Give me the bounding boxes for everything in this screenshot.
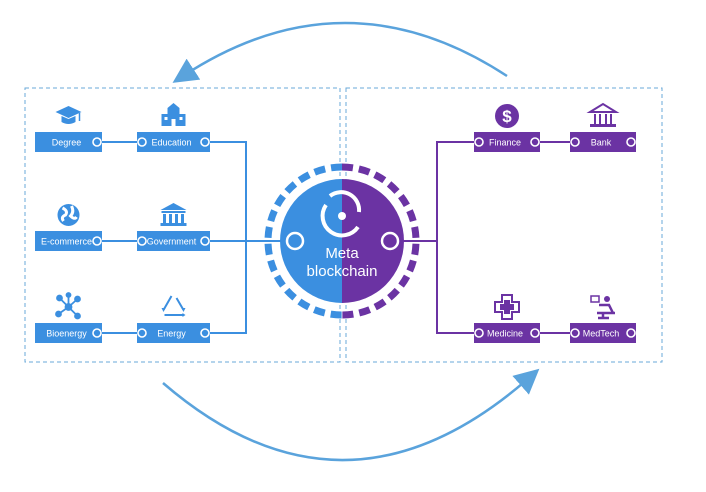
node-education[interactable]: Education	[137, 103, 210, 152]
school-building-icon	[161, 103, 186, 126]
node-energy[interactable]: Energy	[137, 295, 210, 343]
hub-title-line1: Meta	[325, 245, 359, 262]
globe-icon	[57, 204, 80, 226]
recycle-icon	[161, 295, 186, 317]
node-bank[interactable]: Bank	[570, 102, 636, 152]
dollar-globe-icon: $	[495, 104, 519, 128]
node-label: MedTech	[583, 329, 620, 339]
node-label: Finance	[489, 138, 521, 148]
node-label: E-commerce	[41, 237, 92, 247]
medtech-chair-icon	[590, 295, 615, 320]
node-label: Degree	[52, 138, 82, 148]
meta-blockchain-hub: Meta blockchain	[264, 163, 420, 319]
node-label: Energy	[157, 329, 186, 339]
medical-cross-icon	[494, 294, 520, 320]
node-bioenergy[interactable]: Bioenergy	[35, 292, 102, 343]
bottom-cycle-arrow	[162, 368, 540, 462]
node-e-commerce[interactable]: E-commerce	[35, 204, 102, 251]
hub-title-line2: blockchain	[307, 263, 378, 280]
svg-text:$: $	[502, 107, 512, 126]
molecule-icon	[55, 292, 81, 320]
node-medicine[interactable]: Medicine	[474, 294, 540, 343]
node-label: Medicine	[487, 329, 523, 339]
node-degree[interactable]: Degree	[35, 106, 102, 152]
bank-icon	[586, 102, 620, 127]
government-building-icon	[160, 203, 187, 226]
top-cycle-arrow	[172, 21, 508, 83]
hub-logo-icon	[320, 190, 362, 238]
graduation-cap-icon	[55, 106, 82, 124]
node-label: Education	[151, 138, 191, 148]
node-government[interactable]: Government	[137, 203, 210, 251]
node-label: Government	[147, 237, 197, 247]
node-label: Bank	[591, 138, 612, 148]
node-finance[interactable]: $ Finance	[474, 104, 540, 152]
node-medtech[interactable]: MedTech	[570, 295, 636, 343]
node-label: Bioenergy	[46, 329, 87, 339]
